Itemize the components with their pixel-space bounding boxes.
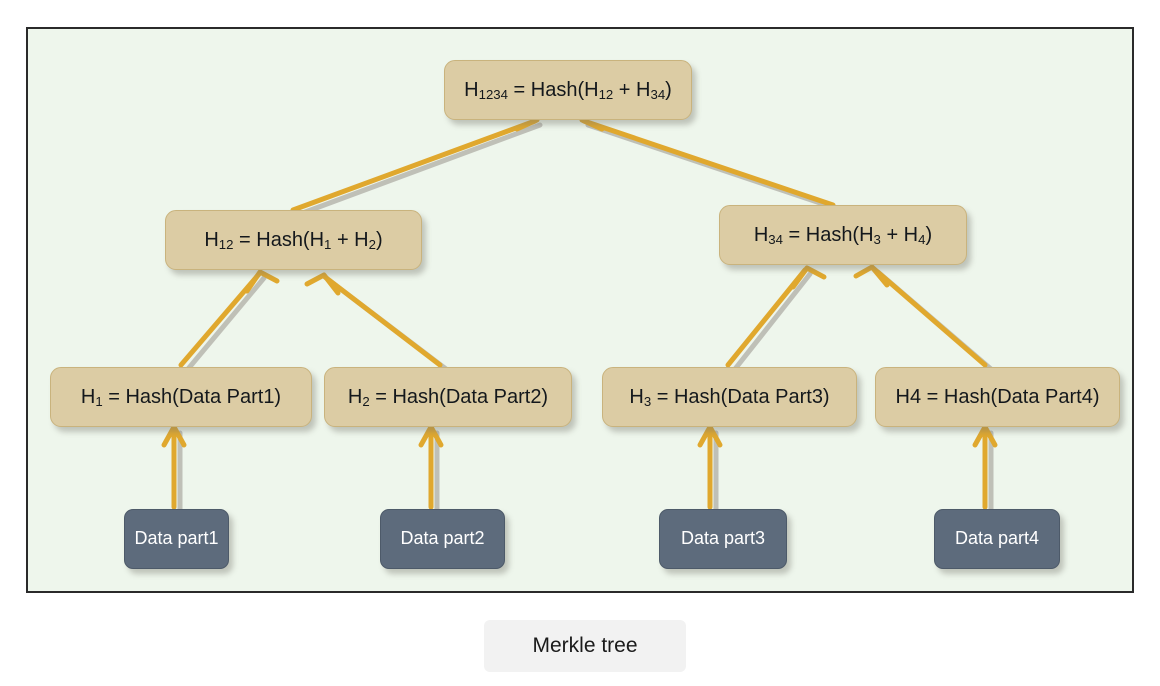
node-h4[interactable]: H4 = Hash(Data Part4): [875, 367, 1120, 427]
node-h3[interactable]: H3 = Hash(Data Part3): [602, 367, 857, 427]
node-h34-label: H34 = Hash(H3 + H4): [753, 224, 933, 247]
node-h1234-label: H1234 = Hash(H12 + H34): [464, 79, 672, 102]
node-h4-label: H4 = Hash(Data Part4): [895, 386, 1100, 408]
node-data-part3-label: Data part3: [680, 528, 766, 549]
diagram-canvas: H1234 = Hash(H12 + H34) H12 = Hash(H1 + …: [26, 27, 1134, 593]
node-h34[interactable]: H34 = Hash(H3 + H4): [719, 205, 967, 265]
node-data-part4[interactable]: Data part4: [934, 509, 1060, 569]
node-data-part1-label: Data part1: [134, 528, 219, 549]
node-data-part2-label: Data part2: [400, 528, 485, 549]
node-data-part1[interactable]: Data part1: [124, 509, 229, 569]
node-h12[interactable]: H12 = Hash(H1 + H2): [165, 210, 422, 270]
node-h12-label: H12 = Hash(H1 + H2): [204, 229, 383, 252]
diagram-caption: Merkle tree: [484, 620, 686, 672]
diagram-caption-text: Merkle tree: [532, 634, 638, 657]
node-data-part2[interactable]: Data part2: [380, 509, 505, 569]
node-data-part3[interactable]: Data part3: [659, 509, 787, 569]
node-h2[interactable]: H2 = Hash(Data Part2): [324, 367, 572, 427]
node-h1-label: H1 = Hash(Data Part1): [80, 386, 282, 409]
node-h2-label: H2 = Hash(Data Part2): [347, 386, 549, 409]
node-data-part4-label: Data part4: [954, 528, 1040, 549]
node-h3-label: H3 = Hash(Data Part3): [629, 386, 830, 409]
node-h1234-root[interactable]: H1234 = Hash(H12 + H34): [444, 60, 692, 120]
node-h1[interactable]: H1 = Hash(Data Part1): [50, 367, 312, 427]
